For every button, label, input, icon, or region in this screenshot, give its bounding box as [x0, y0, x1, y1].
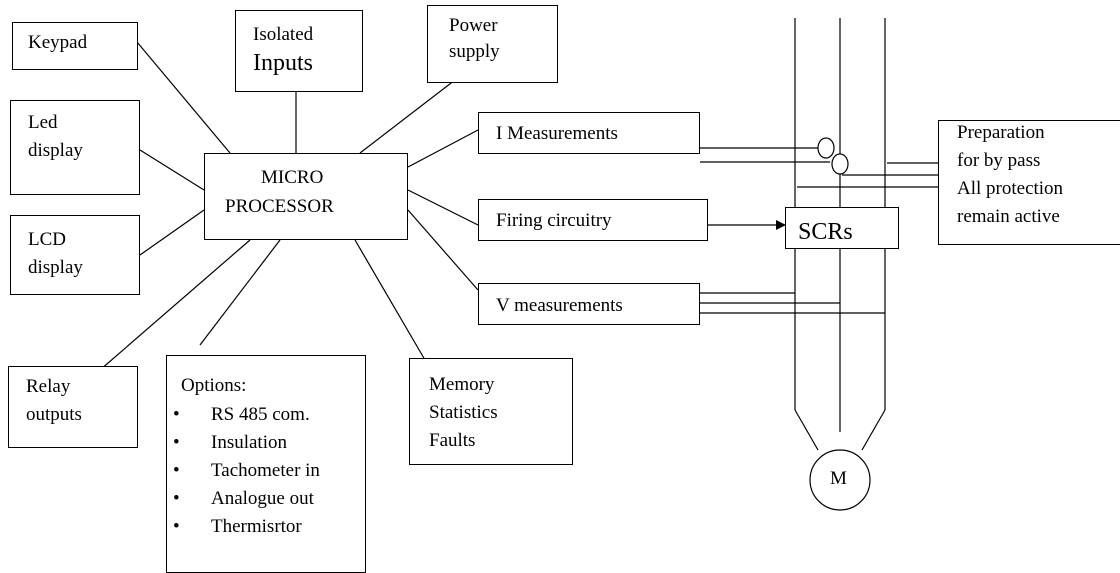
lcd-display-label-2: display: [28, 257, 83, 278]
options-item: • Insulation: [167, 431, 365, 459]
options-item-label: Tachometer in: [211, 460, 320, 481]
led-display-label-2: display: [28, 140, 83, 161]
options-list: •RS 485 com. •Insulation •Tachometer in …: [167, 403, 365, 543]
i-measurements-link: [407, 129, 479, 168]
i-measurements-block: I Measurements: [478, 112, 700, 154]
options-block: Options: • RS 485 com. • Insulation • Tacho…: [166, 355, 366, 573]
lcd-display-label-1: LCD: [28, 229, 66, 250]
microprocessor-block: MICRO PROCESSOR: [204, 153, 408, 240]
led-display-block: Led display: [10, 100, 140, 195]
options-item: • RS 485 com.: [167, 403, 365, 431]
bypass-label-2: for by pass: [957, 150, 1041, 171]
v-measurements-label: V measurements: [496, 295, 623, 316]
options-item: • Thermisrtor: [167, 515, 365, 543]
motor-lead-1: [794, 409, 819, 451]
firing-circuitry-label: Firing circuitry: [496, 210, 612, 231]
options-link: [199, 239, 281, 346]
bypass-block: Preparation for by pass All protection r…: [938, 120, 1120, 245]
options-item-label: Insulation: [211, 432, 287, 453]
lcd-display-block: LCD display: [10, 215, 140, 295]
led-display-label-1: Led: [28, 112, 58, 133]
scrs-block: SCRs: [785, 207, 899, 249]
keypad-link: [136, 41, 231, 154]
microprocessor-label-1: MICRO: [261, 167, 324, 188]
power-supply-link: [359, 79, 456, 154]
bullet-icon: •: [173, 432, 180, 453]
keypad-label: Keypad: [28, 32, 88, 53]
relay-outputs-label-1: Relay: [26, 376, 71, 397]
isolated-inputs-label-1: Isolated: [253, 24, 314, 45]
isolated-inputs-label-2: Inputs: [253, 50, 313, 76]
memory-block: Memory Statistics Faults: [409, 358, 573, 465]
memory-label-3: Faults: [429, 430, 476, 451]
memory-label-1: Memory: [429, 374, 495, 395]
power-supply-label-2: supply: [449, 41, 500, 62]
relay-outputs-link: [99, 239, 251, 371]
bullet-icon: •: [173, 404, 180, 425]
memory-label-2: Statistics: [429, 402, 498, 423]
bullet-icon: •: [173, 516, 180, 537]
options-item-label: RS 485 com.: [211, 404, 310, 425]
firing-circuitry-block: Firing circuitry: [478, 199, 708, 241]
led-display-link: [139, 149, 205, 191]
options-item-label: Thermisrtor: [211, 516, 302, 537]
v-measurements-link: [407, 209, 479, 291]
scrs-label: SCRs: [798, 219, 853, 245]
bypass-label-1: Preparation: [957, 122, 1045, 143]
motor-circle: [809, 449, 871, 511]
options-item: • Tachometer in: [167, 459, 365, 487]
power-supply-label-1: Power: [449, 15, 498, 36]
power-supply-block: Power supply: [427, 5, 558, 83]
ct-ring-2: [831, 153, 849, 175]
v-measurements-block: V measurements: [478, 283, 700, 325]
bypass-label-3: All protection: [957, 178, 1064, 199]
motor-lead-3: [861, 409, 886, 451]
relay-outputs-block: Relay outputs: [8, 366, 138, 448]
lcd-display-link: [139, 209, 205, 256]
bypass-label-4: remain active: [957, 206, 1060, 227]
firing-circuitry-link: [407, 189, 479, 226]
isolated-inputs-block: Isolated Inputs: [235, 10, 363, 92]
options-title: Options:: [181, 375, 247, 396]
options-item-label: Analogue out: [211, 488, 314, 509]
ct-ring-1: [817, 137, 835, 159]
bullet-icon: •: [173, 488, 180, 509]
memory-link: [354, 239, 426, 361]
options-item: • Analogue out: [167, 487, 365, 515]
motor-label: M: [830, 468, 847, 489]
microprocessor-label-2: PROCESSOR: [225, 196, 334, 217]
i-measurements-label: I Measurements: [496, 123, 618, 144]
relay-outputs-label-2: outputs: [26, 404, 82, 425]
bullet-icon: •: [173, 460, 180, 481]
keypad-block: Keypad: [12, 22, 138, 70]
